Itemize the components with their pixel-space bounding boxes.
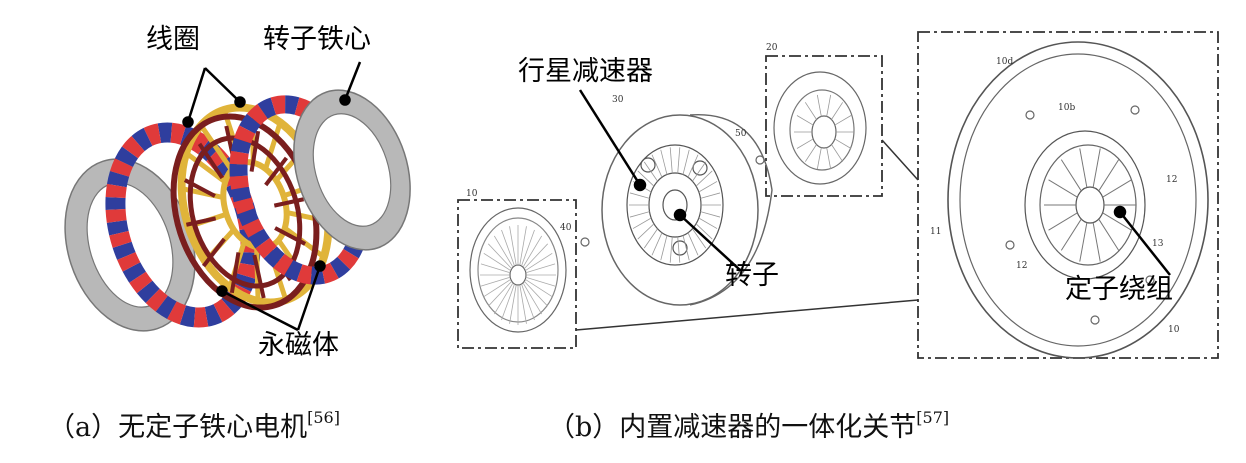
detail-box-top xyxy=(765,55,883,197)
part-number-50: 50 xyxy=(735,129,747,139)
caption-b-ref: [57] xyxy=(916,408,950,427)
part-number-10-bottom: 10 xyxy=(1168,325,1180,335)
caption-a: （a）无定子铁心电机[56] xyxy=(48,408,340,443)
part-number-13: 13 xyxy=(1152,239,1164,249)
label-rotor: 转子 xyxy=(725,260,779,291)
panel-a-motor-drawing xyxy=(64,61,411,332)
panel-b-leaders xyxy=(578,89,1171,276)
detail-box-left xyxy=(457,199,577,349)
panel-b-joint-drawing xyxy=(457,31,1219,359)
panel-a-leaders xyxy=(182,61,362,332)
label-rotor-core: 转子铁心 xyxy=(263,24,371,55)
part-number-40: 40 xyxy=(560,223,572,233)
part-number-10: 10 xyxy=(466,189,478,199)
part-number-12-left: 12 xyxy=(1016,261,1028,271)
part-number-10b: 10b xyxy=(1058,103,1076,113)
label-planetary-reducer: 行星减速器 xyxy=(518,56,653,87)
part-number-12-right: 12 xyxy=(1166,175,1178,185)
label-stator-winding: 定子绕组 xyxy=(1065,274,1173,305)
part-number-30: 30 xyxy=(612,95,624,105)
label-coil: 线圈 xyxy=(146,24,200,55)
caption-a-ref: [56] xyxy=(307,408,340,427)
part-number-10d: 10d xyxy=(996,57,1014,67)
label-permanent-magnet: 永磁体 xyxy=(258,330,339,361)
caption-b: （b）内置减速器的一体化关节[57] xyxy=(548,408,950,443)
part-number-20: 20 xyxy=(766,43,778,53)
part-number-11: 11 xyxy=(930,227,942,237)
